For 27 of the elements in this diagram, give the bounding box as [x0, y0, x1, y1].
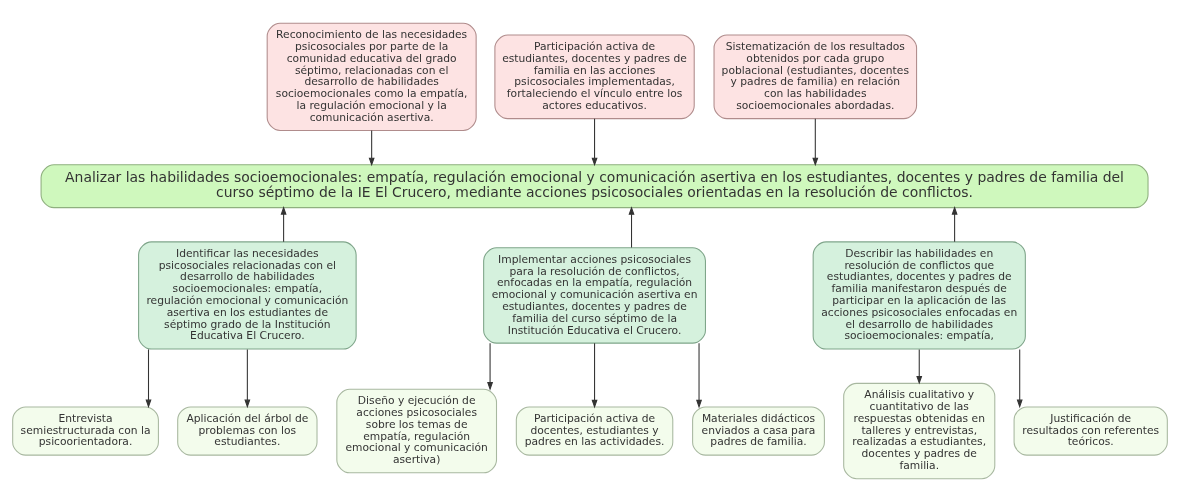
node-box: Analizar las habilidades socioemocionales: empatía, regulación emocional y comunicación asertiva en los estudiantes, docentes y padres de familia del curso séptimo de la IE El Crucero, mediante acciones psicosociales orientadas en la resolución de conflictos. [40, 164, 1149, 209]
arrow [916, 348, 923, 385]
node-box: Identificar las necesidades psicosociales relacionadas con el desarrollo de habilidades socioemocionales: empatía, regulación emocional y comunicación asertiva en los estudiantes de séptimo grado de la Institución Educativa El Crucero. [138, 241, 357, 350]
node-box: Reconocimiento de las necesidades psicosociales por parte de la comunidad educativa del grado séptimo, relacionadas con el desarrollo de habilidades socioemocionales como la empatía, la regulación emocional y la comunicación asertiva. [266, 22, 477, 131]
arrow [487, 342, 494, 391]
arrow [951, 206, 958, 243]
arrow [368, 130, 375, 167]
arrow [696, 342, 703, 409]
node-box: Entrevista semiestructurada con la psicoorientadora. [12, 406, 159, 456]
node-box: Describir las habilidades en resolución de conflictos que estudiantes, docentes y padres de familia manifestaron después de participar en la aplicación de las acciones psicosociales enfocadas en el desarrollo de habilidades socioemocionales: empatía, [812, 241, 1026, 350]
node-box: Materiales didácticos enviados a casa para padres de familia. [692, 406, 825, 456]
node-box: Participación activa de docentes, estudiantes y padres en las actividades. [515, 406, 674, 456]
arrow [812, 118, 819, 167]
node-box: Aplicación del árbol de problemas con los estudiantes. [177, 406, 318, 456]
node-box: Justificación de resultados con referentes teóricos. [1013, 406, 1168, 456]
arrow [244, 348, 251, 409]
arrow [628, 206, 635, 249]
arrow [591, 118, 598, 167]
arrow [145, 348, 152, 409]
node-box: Participación activa de estudiantes, docentes y padres de familia en las acciones psicosociales implementadas, fortaleciendo el vínculo entre los actores educativos. [494, 34, 695, 120]
node-box: Sistematización de los resultados obtenidos por cada grupo poblacional (estudiantes, docentes y padres de familia) en relación con las habilidades socioemocionales abordadas. [713, 34, 918, 120]
node-box: Diseño y ejecución de acciones psicosociales sobre los temas de empatía, regulación emocional y comunicación asertiva) [336, 388, 498, 474]
node-box: Implementar acciones psicosociales para la resolución de conflictos, enfocadas en la empatía, regulación emocional y comunicación asertiva en estudiantes, docentes y padres de familia del curso séptimo de la Institución Educativa el Crucero. [483, 247, 706, 344]
arrow [280, 206, 287, 243]
node-box: Análisis cualitativo y cuantitativo de las respuestas obtenidas en talleres y entrevistas, realizadas a estudiantes, docentes y padres de familia. [843, 382, 996, 480]
arrow [591, 342, 598, 409]
arrow [1016, 348, 1023, 409]
